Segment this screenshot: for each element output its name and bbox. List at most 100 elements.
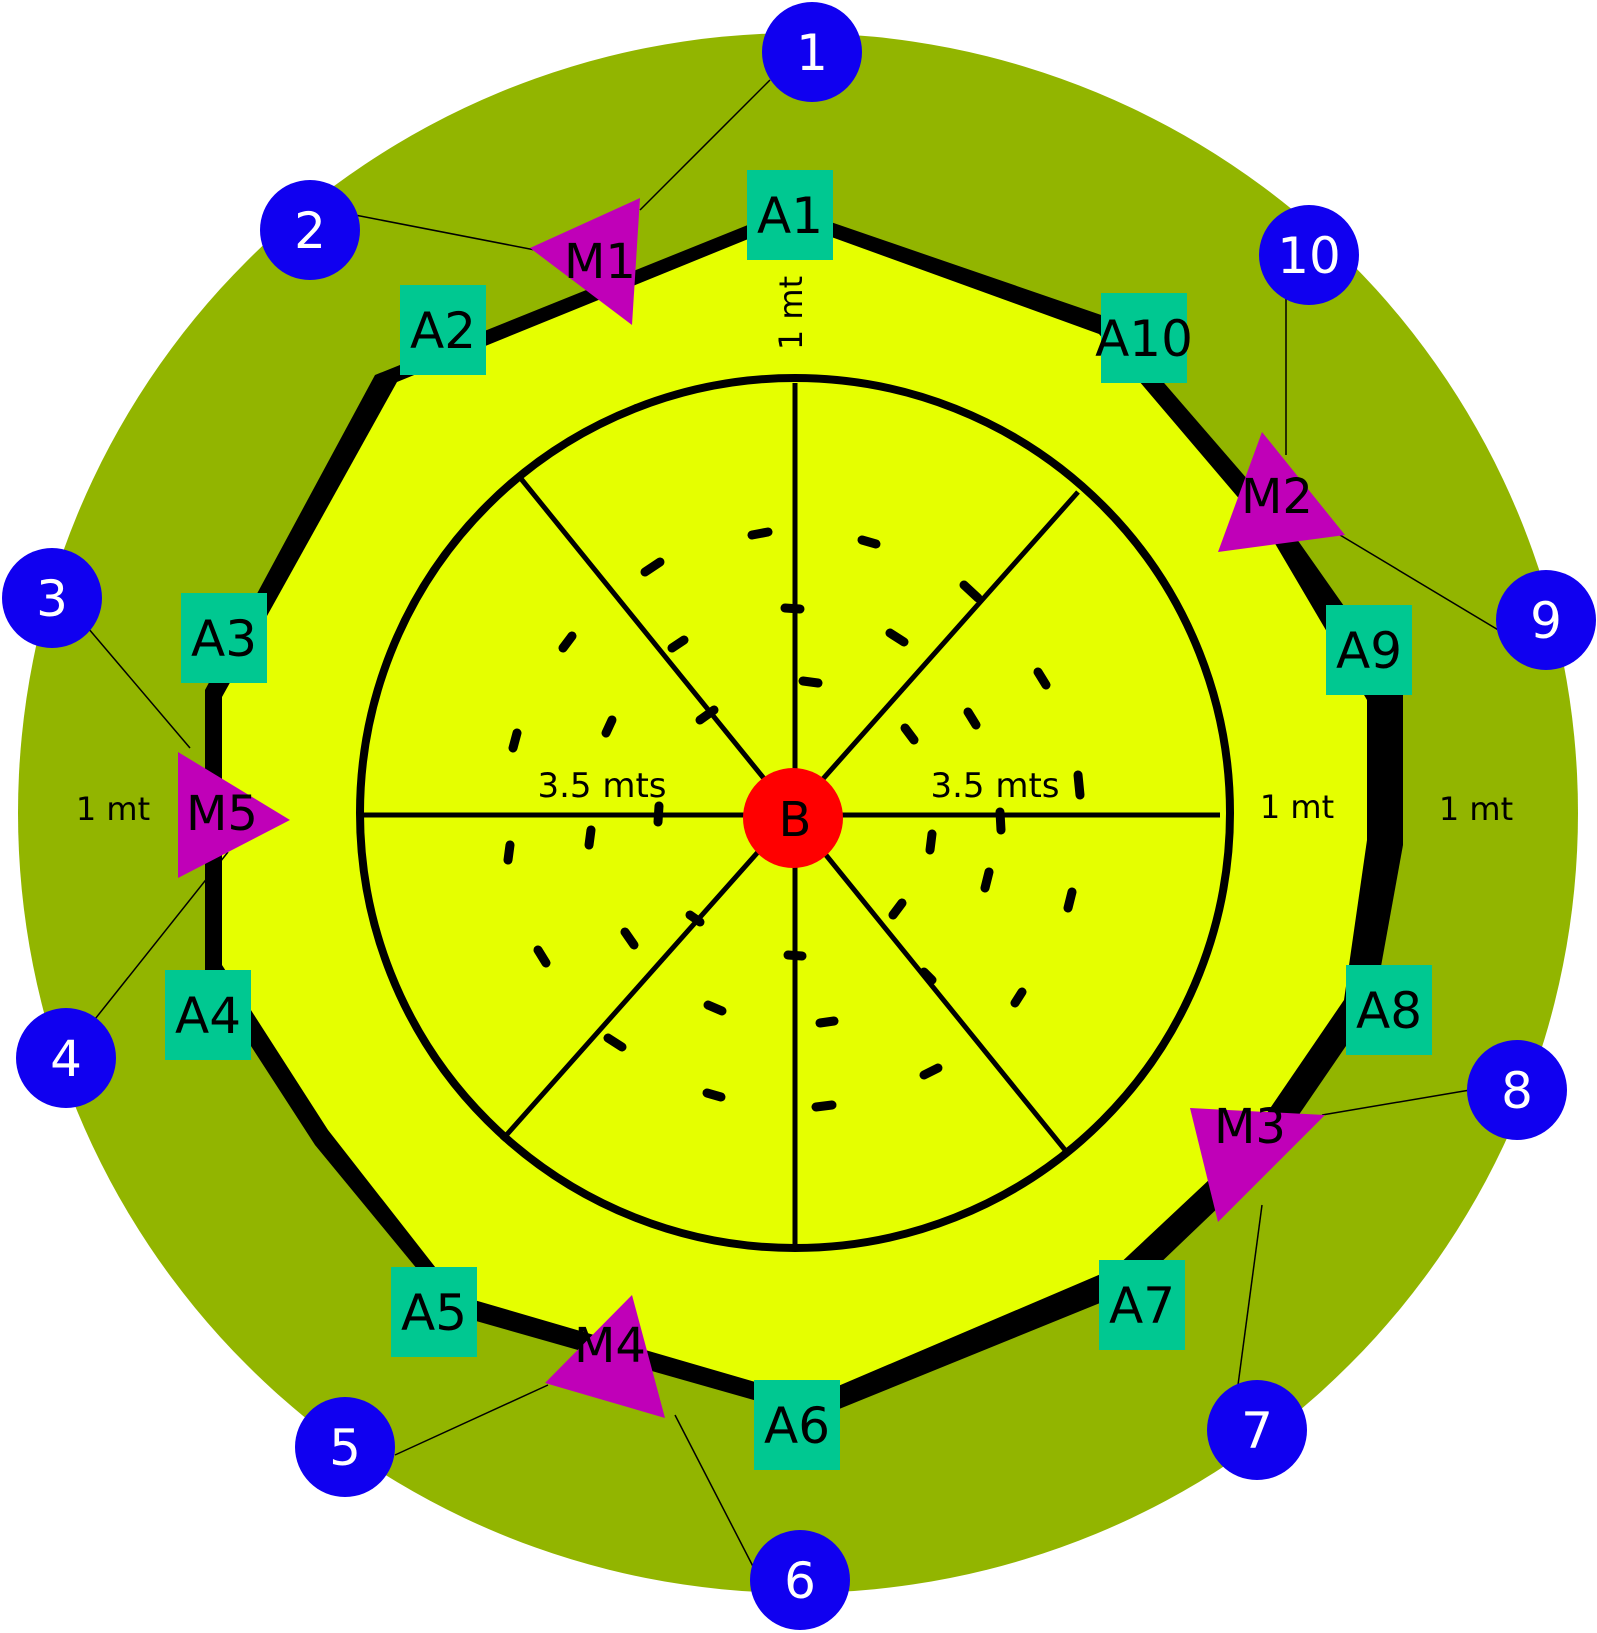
number-circle-9: 9 <box>1496 570 1596 670</box>
center-label: B <box>779 792 812 848</box>
plant-marks <box>503 527 1085 1112</box>
marker-label: M4 <box>574 1318 646 1374</box>
marker-m1: M1 <box>530 198 640 325</box>
number-circle-disc <box>260 180 360 280</box>
marker-label: M2 <box>1241 469 1313 525</box>
number-circle-disc <box>1207 1380 1307 1480</box>
marker-triangle <box>178 752 290 878</box>
anchor-a7: A7 <box>1099 1260 1185 1350</box>
number-circle-disc <box>16 1008 116 1108</box>
plant-mark <box>885 628 909 647</box>
number-circle-disc <box>762 2 862 102</box>
number-label: 10 <box>1277 227 1341 285</box>
anchor-box <box>181 593 267 683</box>
marker-triangle <box>530 198 640 325</box>
number-circle-disc <box>1467 1040 1567 1140</box>
number-label: 6 <box>784 1552 816 1610</box>
anchor-label: A1 <box>757 187 823 245</box>
number-label: 9 <box>1530 592 1562 650</box>
anchor-box <box>1099 1260 1185 1350</box>
plant-mark <box>685 910 705 927</box>
number-circle-1: 1 <box>762 2 862 102</box>
anchor-label: A3 <box>191 610 257 668</box>
number-circle-disc <box>1496 570 1596 670</box>
number-circle-8: 8 <box>1467 1040 1567 1140</box>
plant-mark <box>603 1033 627 1052</box>
marker-m2: M2 <box>1218 432 1345 552</box>
plant-mark <box>702 1088 726 1102</box>
plant-mark <box>798 676 823 688</box>
number-label: 8 <box>1501 1062 1533 1120</box>
number-circle-4: 4 <box>16 1008 116 1108</box>
plant-mark <box>1010 987 1027 1008</box>
number-circle-10: 10 <box>1259 205 1359 305</box>
number-label: 4 <box>50 1030 82 1088</box>
number-label: 7 <box>1241 1402 1273 1460</box>
number-label: 1 <box>796 24 828 82</box>
plant-mark <box>811 1100 837 1112</box>
plant-mark <box>919 1063 943 1080</box>
plant-mark <box>503 840 515 865</box>
plant-mark <box>780 603 805 614</box>
anchor-a9: A9 <box>1326 605 1412 695</box>
number-label: 5 <box>329 1419 361 1477</box>
radius-label-left: 3.5 mts <box>537 766 666 806</box>
plant-mark <box>963 707 981 730</box>
plant-mark <box>747 527 773 540</box>
anchor-box <box>747 170 833 260</box>
plant-mark <box>508 728 522 753</box>
anchor-label: A9 <box>1336 622 1402 680</box>
anchor-box <box>754 1380 840 1470</box>
number-label: 3 <box>36 570 68 628</box>
marker-m3: M3 <box>1190 1099 1325 1222</box>
number-circle-7: 7 <box>1207 1380 1307 1480</box>
plant-mark <box>653 801 664 827</box>
plant-mark <box>703 1000 727 1016</box>
marker-triangle <box>1218 432 1345 552</box>
number-circle-5: 5 <box>295 1397 395 1497</box>
plant-mark <box>584 825 596 850</box>
anchor-a8: A8 <box>1346 965 1432 1055</box>
plant-mark <box>919 967 937 985</box>
plant-mark <box>783 950 807 961</box>
marker-label: M3 <box>1214 1099 1286 1155</box>
anchor-box <box>400 285 486 375</box>
plant-mark <box>815 1016 839 1028</box>
plant-mark <box>888 898 907 920</box>
gap-label-top: 1 mt <box>772 276 810 350</box>
plant-mark <box>900 723 919 745</box>
ring-label-right: 1 mt <box>1439 790 1513 828</box>
anchor-box <box>1326 605 1412 695</box>
plant-mark <box>695 705 719 725</box>
number-circle-disc <box>2 548 102 648</box>
center-point <box>743 768 843 868</box>
number-circle-6: 6 <box>750 1530 850 1630</box>
anchor-box <box>1346 965 1432 1055</box>
anchor-label: A5 <box>401 1284 467 1342</box>
plant-mark <box>620 927 639 950</box>
marker-m5: M5 <box>178 752 290 878</box>
number-circle-disc <box>295 1397 395 1497</box>
number-label: 2 <box>294 202 326 260</box>
ring-label-left: 1 mt <box>76 790 150 828</box>
anchor-label: A6 <box>764 1397 830 1455</box>
anchor-box <box>1101 293 1187 383</box>
plant-mark <box>1033 667 1051 690</box>
plant-mark <box>1073 770 1085 800</box>
plant-mark <box>1063 887 1077 913</box>
anchor-label: A10 <box>1095 310 1193 368</box>
plant-mark <box>995 807 1006 835</box>
anchor-label: A7 <box>1109 1277 1175 1335</box>
anchor-a10: A10 <box>1095 293 1193 383</box>
anchor-label: A4 <box>175 987 241 1045</box>
anchor-a6: A6 <box>754 1380 840 1470</box>
anchor-a2: A2 <box>400 285 486 375</box>
plant-mark <box>667 635 689 653</box>
plant-mark <box>601 715 617 738</box>
marker-triangle <box>545 1295 665 1418</box>
number-circle-disc <box>1259 205 1359 305</box>
anchor-label: A2 <box>410 302 476 360</box>
marker-m4: M4 <box>545 1295 665 1418</box>
plant-mark <box>640 557 665 577</box>
